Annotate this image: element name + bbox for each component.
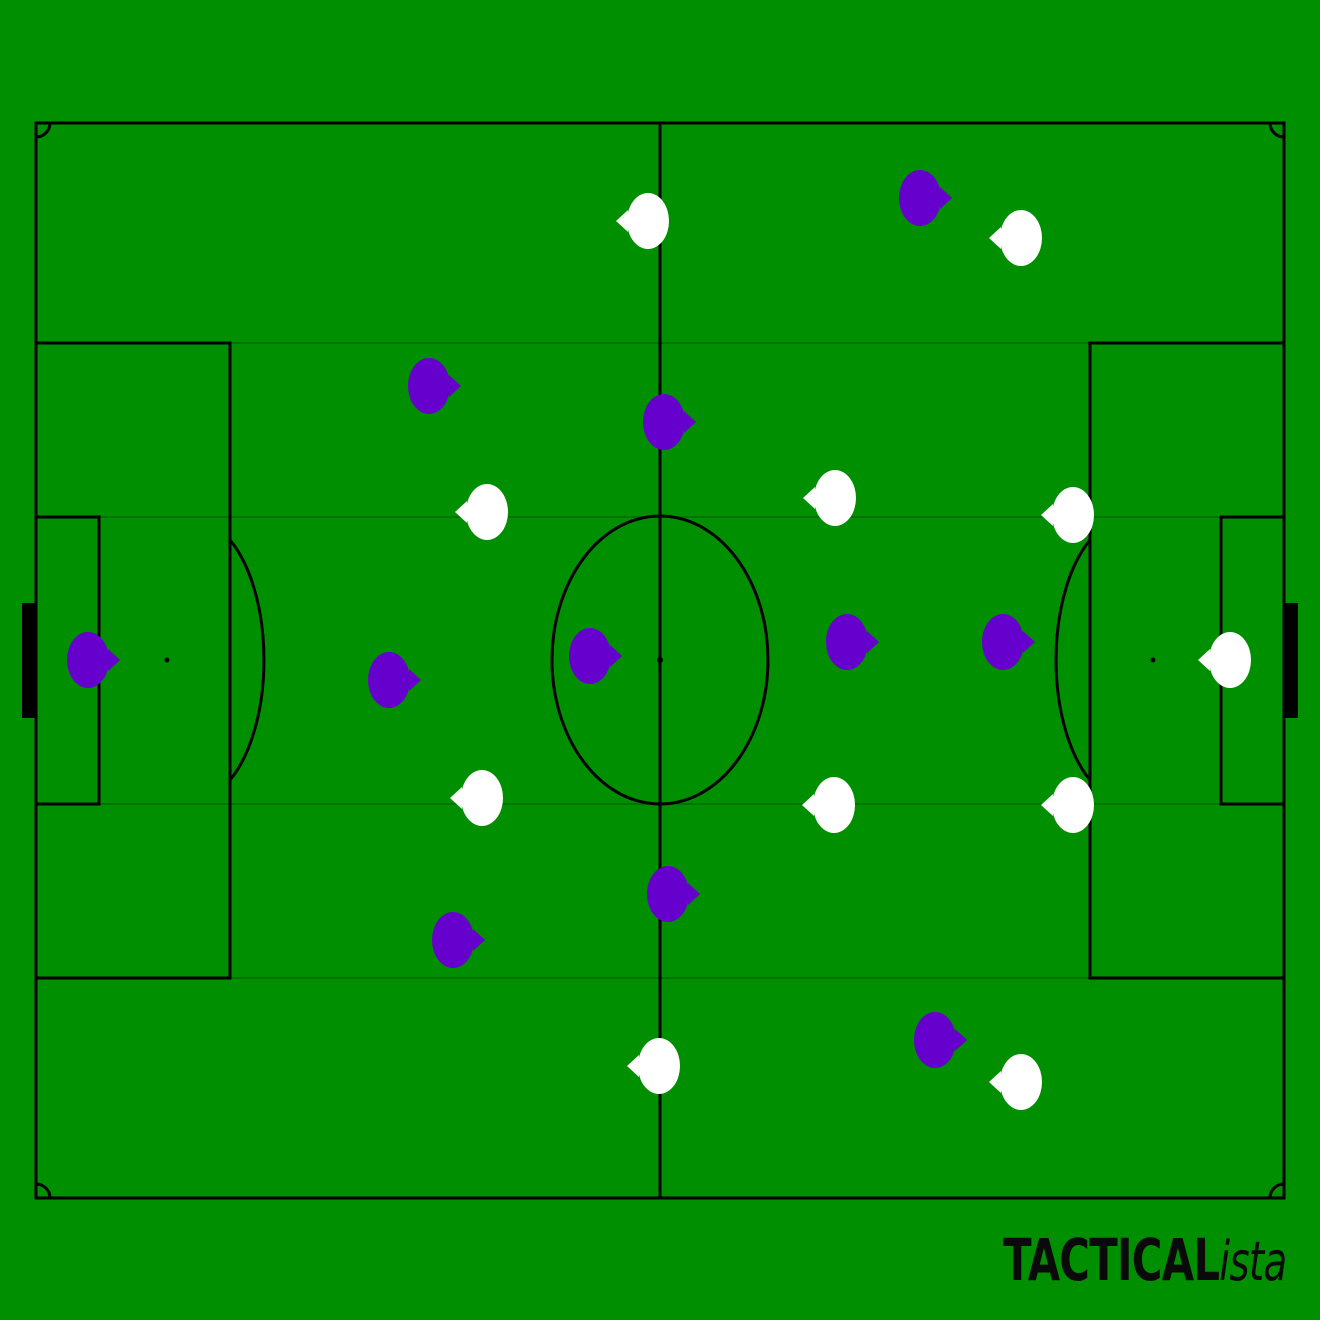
player-marker xyxy=(368,652,410,708)
corner-arc-bottom-right xyxy=(1268,1182,1285,1199)
right-penalty-arc xyxy=(1054,539,1092,781)
direction-arrow-icon xyxy=(616,210,628,232)
player-marker xyxy=(432,912,474,968)
player-marker xyxy=(826,614,868,670)
left-goal xyxy=(22,603,36,718)
direction-arrow-icon xyxy=(803,487,815,509)
direction-arrow-icon xyxy=(450,787,462,809)
direction-arrow-icon xyxy=(867,631,879,653)
direction-arrow-icon xyxy=(610,645,622,667)
white-player-10[interactable] xyxy=(1041,777,1094,833)
direction-arrow-icon xyxy=(108,649,120,671)
direction-arrow-icon xyxy=(802,794,814,816)
white-player-11[interactable] xyxy=(1198,632,1251,688)
direction-arrow-icon xyxy=(627,1055,639,1077)
purple-player-2[interactable] xyxy=(368,652,421,708)
purple-player-7[interactable] xyxy=(647,866,700,922)
white-player-2[interactable] xyxy=(627,1038,680,1094)
player-marker xyxy=(408,358,450,414)
player-marker xyxy=(814,470,856,526)
white-player-5[interactable] xyxy=(803,470,856,526)
player-marker xyxy=(647,866,689,922)
white-player-1[interactable] xyxy=(616,193,669,249)
player-marker xyxy=(1209,632,1251,688)
purple-player-11[interactable] xyxy=(982,614,1035,670)
player-marker xyxy=(914,1012,956,1068)
white-player-6[interactable] xyxy=(802,777,855,833)
player-marker xyxy=(67,632,109,688)
player-marker xyxy=(1000,1054,1042,1110)
player-marker xyxy=(1000,210,1042,266)
purple-player-6[interactable] xyxy=(643,394,696,450)
direction-arrow-icon xyxy=(955,1029,967,1051)
direction-arrow-icon xyxy=(1198,649,1210,671)
player-marker xyxy=(466,484,508,540)
right-goal xyxy=(1284,603,1298,718)
purple-player-9[interactable] xyxy=(899,170,952,226)
white-player-3[interactable] xyxy=(989,210,1042,266)
direction-arrow-icon xyxy=(684,411,696,433)
left-penalty-spot xyxy=(164,657,170,663)
player-marker xyxy=(461,770,503,826)
player-marker xyxy=(813,777,855,833)
players-layer xyxy=(67,170,1251,1110)
direction-arrow-icon xyxy=(409,669,421,691)
white-player-8[interactable] xyxy=(450,770,503,826)
corner-arc-top-left xyxy=(35,122,52,139)
direction-arrow-icon xyxy=(1041,504,1053,526)
centre-spot xyxy=(657,657,663,663)
direction-arrow-icon xyxy=(473,929,485,951)
player-marker xyxy=(643,394,685,450)
white-player-9[interactable] xyxy=(1041,487,1094,543)
white-player-4[interactable] xyxy=(989,1054,1042,1110)
purple-player-4[interactable] xyxy=(432,912,485,968)
player-marker xyxy=(899,170,941,226)
direction-arrow-icon xyxy=(989,1071,1001,1093)
player-marker xyxy=(569,628,611,684)
direction-arrow-icon xyxy=(688,883,700,905)
player-marker xyxy=(1052,487,1094,543)
direction-arrow-icon xyxy=(989,227,1001,249)
left-penalty-arc xyxy=(228,539,266,781)
purple-player-5[interactable] xyxy=(569,628,622,684)
player-marker xyxy=(638,1038,680,1094)
player-marker xyxy=(1052,777,1094,833)
corner-arc-top-right xyxy=(1268,122,1285,139)
purple-player-1[interactable] xyxy=(67,632,120,688)
direction-arrow-icon xyxy=(455,501,467,523)
direction-arrow-icon xyxy=(1041,794,1053,816)
logo-text-bold: TACTICAL xyxy=(1002,1226,1220,1294)
logo-text-italic: ista xyxy=(1218,1230,1287,1293)
purple-player-8[interactable] xyxy=(826,614,879,670)
purple-player-10[interactable] xyxy=(914,1012,967,1068)
player-marker xyxy=(982,614,1024,670)
player-marker xyxy=(627,193,669,249)
purple-player-3[interactable] xyxy=(408,358,461,414)
corner-arc-bottom-left xyxy=(35,1182,52,1199)
centre-circle xyxy=(550,514,770,806)
direction-arrow-icon xyxy=(1023,631,1035,653)
direction-arrow-icon xyxy=(449,375,461,397)
right-penalty-spot xyxy=(1150,657,1156,663)
direction-arrow-icon xyxy=(940,187,952,209)
white-player-7[interactable] xyxy=(455,484,508,540)
